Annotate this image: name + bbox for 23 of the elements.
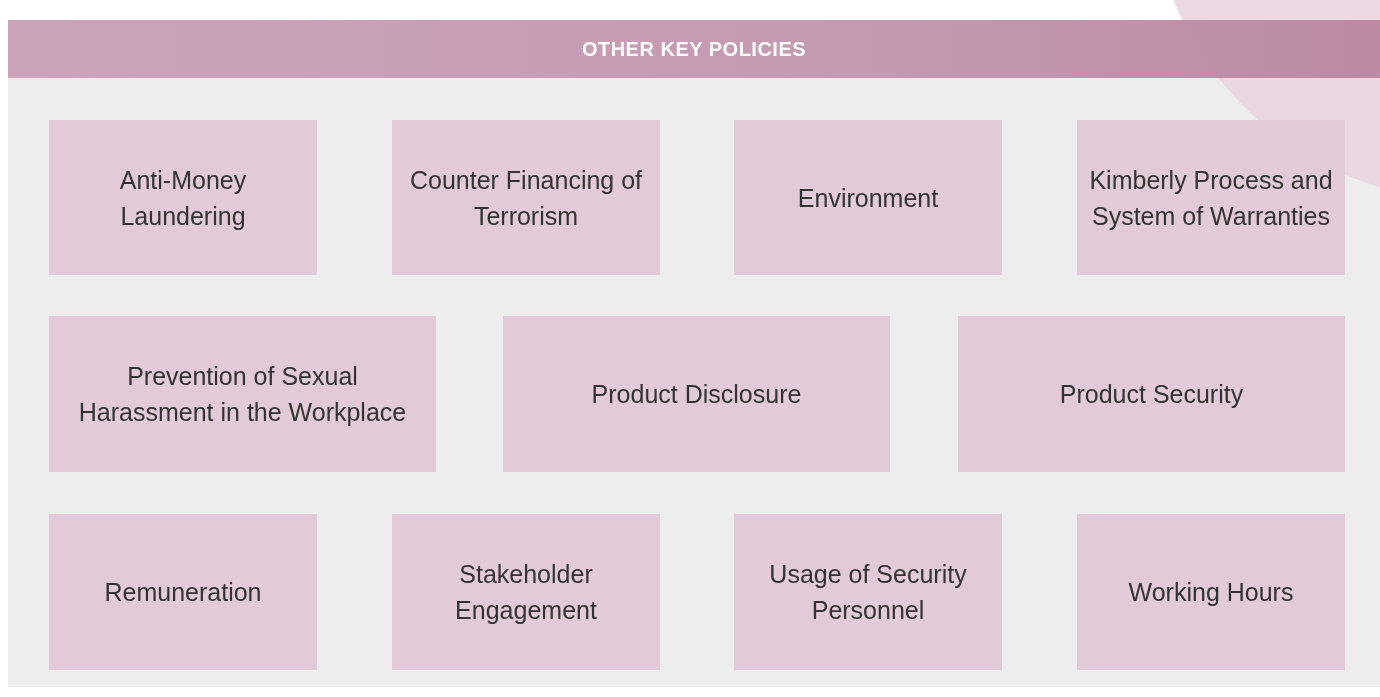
policy-label: Product Security [1059,379,1244,410]
policy-box [392,120,660,275]
title: OTHER KEY POLICIES [581,37,807,62]
policy-box [392,514,660,670]
policy-label: Anti-Money Laundering [118,164,248,232]
policy-box [958,316,1345,472]
policy-box [734,514,1002,670]
policy-label: Prevention of Sexual Harassment in the Workplace [77,361,408,428]
policy-label: Working Hours [1128,577,1294,608]
policy-label: Stakeholder Engagement [454,559,598,626]
policy-label: Counter Financing of Terrorism [408,164,644,232]
policy-label: Environment [797,182,939,214]
policy-box [503,316,890,472]
policy-box [1077,120,1345,275]
policy-box [49,120,317,275]
policy-box [49,316,436,472]
policy-label: Product Disclosure [591,379,802,410]
policy-box [1077,514,1345,670]
policy-box [49,514,317,670]
policy-label: Remuneration [104,577,262,608]
policy-label: Usage of Security Personnel [768,559,968,626]
policy-label: Kimberly Process and System of Warranties [1089,164,1333,232]
policy-box [734,120,1002,275]
